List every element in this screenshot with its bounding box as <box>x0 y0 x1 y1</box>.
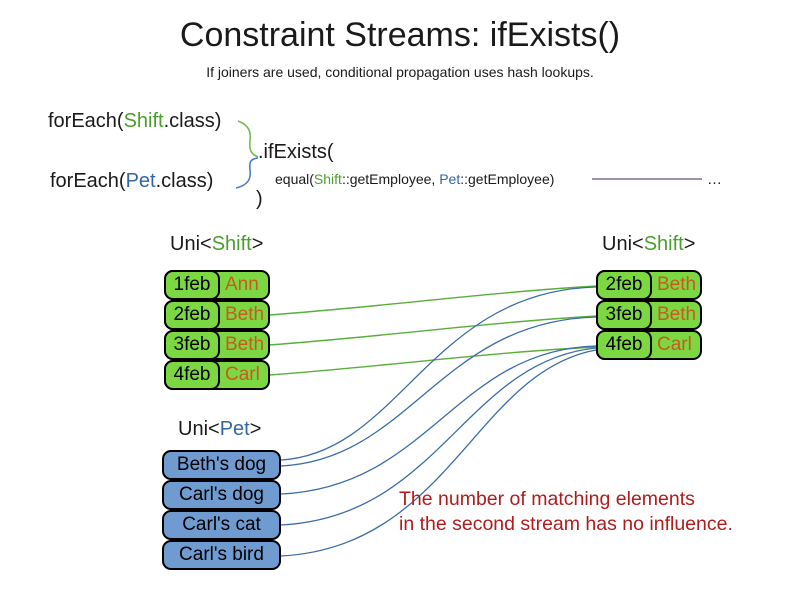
brace-shift-arm <box>237 120 259 158</box>
brace-pet-arm <box>235 157 259 189</box>
shift-class-token: Shift <box>123 110 164 132</box>
shift-employee-name: Carl <box>225 364 260 385</box>
ellipsis-more-joiners: … <box>707 171 723 188</box>
label-text: Uni< <box>170 233 212 255</box>
code-text: .class) <box>163 110 222 132</box>
code-text: ::getEmployee, <box>341 171 440 187</box>
shift-employee-name: Beth <box>225 304 265 325</box>
note-text: The number of matching elements in the s… <box>399 487 733 537</box>
shift-date-cell: 3feb <box>164 330 220 360</box>
connector-beths-dog-3feb <box>280 316 597 467</box>
connector-shift-3feb <box>268 315 598 346</box>
code-equal-joiner: equal(Shift::getEmployee, Pet::getEmploy… <box>275 171 554 187</box>
shift-date-cell: 4feb <box>596 330 652 360</box>
shift-date-cell: 4feb <box>164 360 220 390</box>
page-subtitle: If joiners are used, conditional propaga… <box>206 64 594 80</box>
shift-class-token: Shift <box>643 233 684 255</box>
code-text: forEach( <box>48 110 124 132</box>
shift-employee-name: Beth <box>657 274 697 295</box>
label-text: Uni< <box>178 418 220 440</box>
shift-employee-name: Carl <box>657 334 692 355</box>
connector-carls-cat-4feb <box>280 347 597 526</box>
code-foreach-shift: forEach(Shift.class) <box>48 110 221 133</box>
label-text: > <box>251 233 264 255</box>
pet-row: Carl's dog <box>162 480 281 510</box>
code-close-paren: ) <box>256 188 263 210</box>
code-text: ::getEmployee) <box>460 171 555 187</box>
shift-date-cell: 1feb <box>164 270 220 300</box>
shift-date-cell: 2feb <box>164 300 220 330</box>
code-ifexists: .ifExists( <box>258 141 334 163</box>
pet-row: Carl's bird <box>162 540 281 570</box>
code-text: forEach( <box>50 170 126 192</box>
code-text: .class) <box>155 170 214 192</box>
shift-employee-name: Beth <box>225 334 265 355</box>
note-line-1: The number of matching elements <box>399 488 695 510</box>
pet-row: Beth's dog <box>162 450 281 480</box>
connector-carls-bird-4feb <box>280 349 597 557</box>
uni-pet-label: Uni<Pet> <box>178 418 261 441</box>
label-text: > <box>249 418 262 440</box>
connector-shift-2feb <box>268 285 598 316</box>
shift-class-token: Shift <box>313 171 342 187</box>
page-title: Constraint Streams: ifExists() <box>179 16 621 54</box>
code-foreach-pet: forEach(Pet.class) <box>50 170 213 193</box>
shift-employee-name: Ann <box>225 274 259 295</box>
shift-employee-name: Beth <box>657 304 697 325</box>
code-text: equal( <box>275 171 314 187</box>
connector-carls-dog-4feb <box>280 345 597 495</box>
pet-table: Beth's dog Carl's dog Carl's cat Carl's … <box>162 450 281 570</box>
uni-shift-right-label: Uni<Shift> <box>602 233 695 256</box>
shift-date-cell: 2feb <box>596 270 652 300</box>
pet-class-token: Pet <box>125 170 156 192</box>
uni-shift-left-label: Uni<Shift> <box>170 233 263 256</box>
shift-date-cell: 3feb <box>596 300 652 330</box>
pet-class-token: Pet <box>439 171 461 187</box>
shift-class-token: Shift <box>211 233 252 255</box>
label-text: > <box>683 233 696 255</box>
label-text: Uni< <box>602 233 644 255</box>
note-line-2: in the second stream has no influence. <box>399 513 733 535</box>
connector-beths-dog-2feb <box>280 286 597 461</box>
pet-class-token: Pet <box>219 418 250 440</box>
pet-row: Carl's cat <box>162 510 281 540</box>
